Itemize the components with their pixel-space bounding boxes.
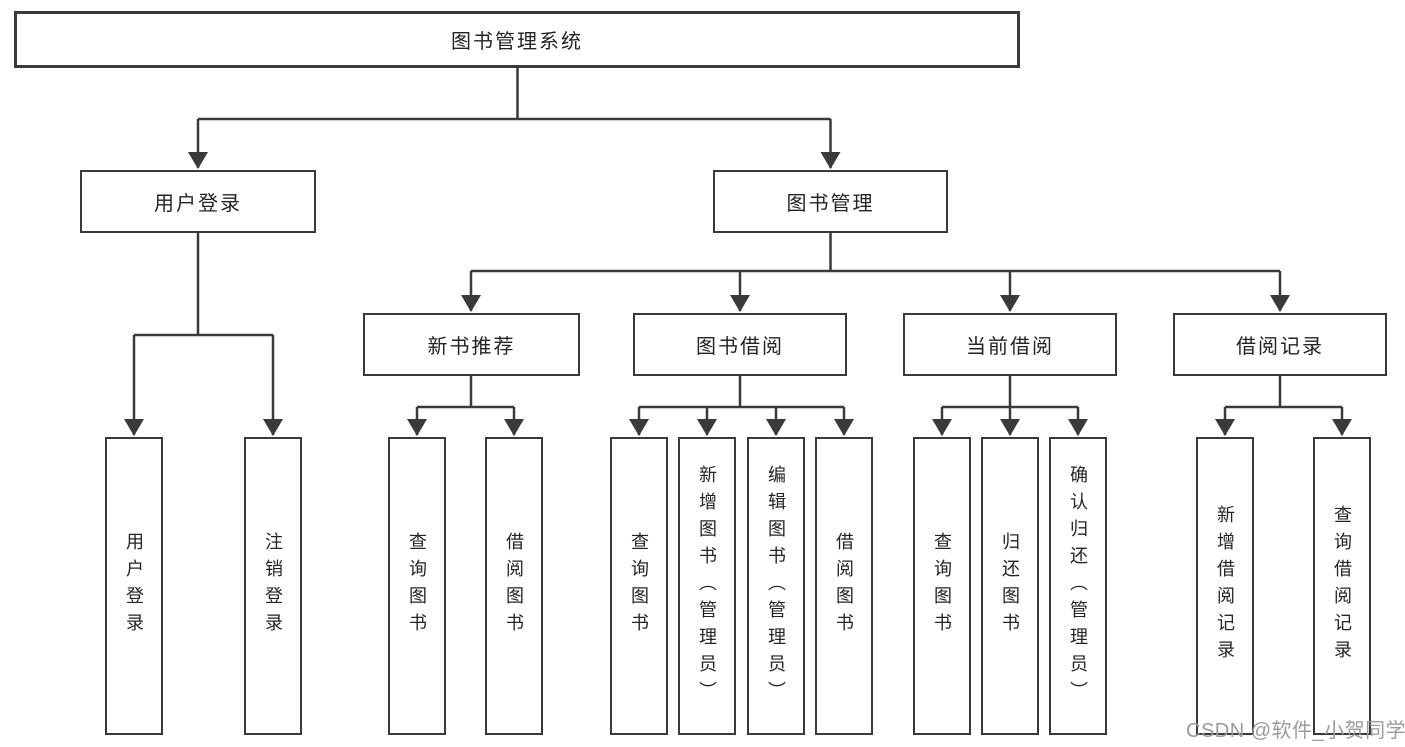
leaf-user-login: 用户登录 bbox=[105, 437, 163, 735]
node-current-borrow: 当前借阅 bbox=[903, 313, 1117, 376]
leaf-return-books: 归还图书 bbox=[981, 437, 1039, 735]
connector-current-children bbox=[932, 376, 1088, 436]
leaf-confirm-return-admin: 确认归还（管理员） bbox=[1049, 437, 1107, 735]
connector-root-branches bbox=[188, 68, 841, 169]
node-book-management-branch: 图书管理 bbox=[713, 170, 948, 233]
leaf-add-books-admin: 新增图书（管理员） bbox=[678, 437, 736, 735]
leaf-borrow-books-recommend: 借阅图书 bbox=[485, 437, 543, 735]
leaf-logout: 注销登录 bbox=[244, 437, 302, 735]
node-book-borrow: 图书借阅 bbox=[633, 313, 847, 376]
connector-management-sections bbox=[461, 233, 1290, 312]
connector-records-children bbox=[1215, 376, 1352, 436]
leaf-query-books-borrow: 查询图书 bbox=[610, 437, 668, 735]
leaf-query-books-current: 查询图书 bbox=[913, 437, 971, 735]
node-borrow-records: 借阅记录 bbox=[1173, 313, 1387, 376]
csdn-watermark: CSDN @软件_小贺同学 bbox=[1186, 720, 1405, 742]
connector-login-children bbox=[124, 233, 283, 436]
leaf-add-borrow-record: 新增借阅记录 bbox=[1196, 437, 1254, 735]
connector-borrow-children bbox=[629, 376, 854, 436]
leaf-borrow-books: 借阅图书 bbox=[815, 437, 873, 735]
node-new-book-recommend: 新书推荐 bbox=[363, 313, 580, 376]
node-user-login-branch: 用户登录 bbox=[80, 170, 316, 233]
node-library-system: 图书管理系统 bbox=[14, 11, 1020, 68]
connector-newbook-children bbox=[407, 376, 524, 436]
leaf-query-borrow-record: 查询借阅记录 bbox=[1313, 437, 1371, 735]
leaf-query-books-recommend: 查询图书 bbox=[388, 437, 446, 735]
leaf-edit-books-admin: 编辑图书（管理员） bbox=[747, 437, 805, 735]
